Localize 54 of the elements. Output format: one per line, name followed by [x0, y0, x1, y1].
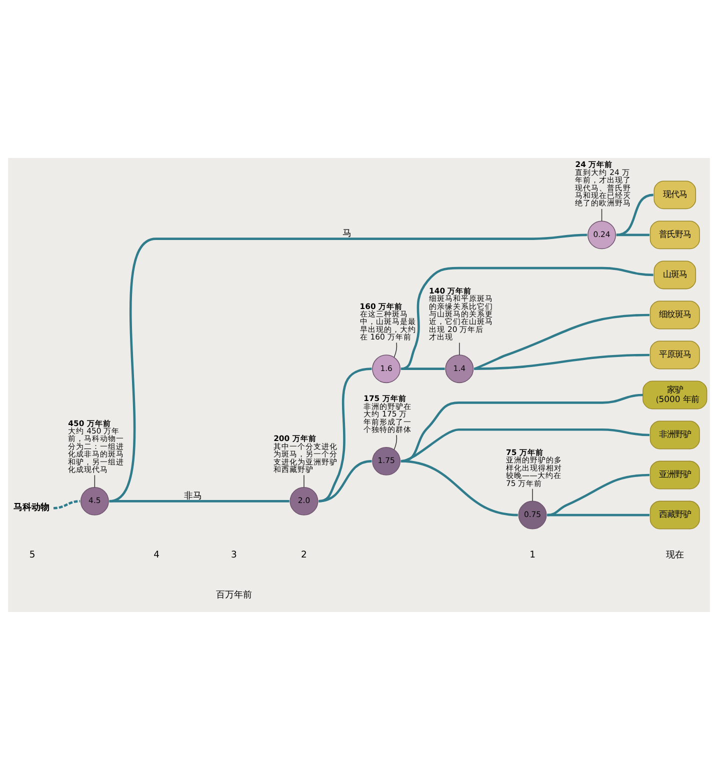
node-text: 175 万年前 非洲的野驴在大约 175 万年前形成了一个独特的群体 [364, 394, 412, 434]
node-text: 200 万年前 其中一个分支进化为斑马，另一个分支进化为亚洲野驴和西藏野驴 [274, 434, 338, 474]
node-circle: 4.5 [80, 486, 109, 515]
connector [547, 473, 650, 516]
node-text: 75 万年前 亚洲的野驴的多样化出现得相对较晚——大约在 75 万年前 [506, 448, 562, 488]
connector [459, 342, 460, 355]
node-box: 山斑马 [654, 260, 696, 289]
connector [601, 208, 602, 221]
connector [474, 353, 650, 370]
connector [400, 460, 518, 516]
node-text: 160 万年前 在这三种斑马中，山斑马是最早出现的，大约在 160 万年前 [360, 301, 416, 342]
node-box: 亚洲野驴 [650, 460, 700, 489]
connector [616, 233, 650, 236]
node-text: 140 万年前 细斑马和平原斑马的亲缘关系比它们与山斑马的关系更近，它们在山斑马出现 20 万年后才出现 [429, 286, 494, 342]
connector [108, 233, 588, 502]
node-circle: 0.24 [588, 220, 616, 249]
connector [394, 434, 398, 450]
node-box: 细纹斑马 [650, 300, 700, 329]
connector [94, 474, 96, 488]
label: 百万年前 [216, 588, 252, 600]
connector [616, 193, 654, 236]
connector [53, 500, 80, 509]
edge-label: 马 [342, 228, 352, 239]
connector [394, 342, 398, 358]
label: 现在 [666, 548, 684, 560]
label: 4 [154, 548, 160, 560]
node-box: 平原斑马 [650, 340, 700, 369]
label: 2 [301, 548, 307, 560]
node-box: 现代马 [654, 180, 696, 209]
connector [109, 500, 290, 502]
node-text: 马科动物 [14, 501, 50, 512]
node-circle: 1.4 [445, 354, 474, 383]
node-circle: 2.0 [290, 486, 318, 515]
label: 1 [530, 548, 536, 560]
connector [318, 460, 372, 502]
connector [318, 367, 372, 502]
connector [400, 266, 654, 370]
connector [532, 488, 533, 501]
node-box: 家驴 （5000 年前 [642, 380, 708, 409]
node-circle: 1.75 [372, 446, 401, 475]
node-text: 450 万年前 大约 450 万年前，马科动物一分为二：一组进化成非马的斑马和驴，另一组进化成现代马 [68, 418, 124, 474]
node-circle: 0.75 [518, 500, 547, 529]
node-box: 西藏野驴 [650, 500, 700, 529]
node-box: 普氏野马 [650, 220, 700, 249]
edge-label: 非马 [184, 490, 202, 502]
label: 5 [29, 548, 36, 560]
connector [400, 367, 445, 370]
node-box: 非洲野驴 [650, 420, 700, 449]
connector [547, 513, 650, 516]
node-circle: 1.6 [372, 354, 401, 383]
connector [474, 313, 650, 370]
node-text: 24 万年前 直到大约 24 万年前，才出现了现代马、普氏野马和现在已经灭绝了的欧洲野马 [575, 160, 632, 208]
connector [400, 428, 650, 462]
label: 3 [231, 548, 237, 560]
